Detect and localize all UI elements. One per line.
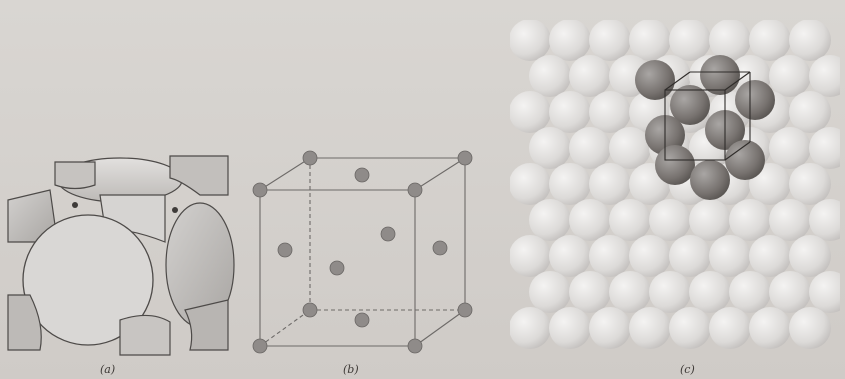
front-face-circle [22, 214, 154, 346]
atom-sphere [789, 235, 831, 277]
atom-sphere [749, 235, 791, 277]
corner-sphere-bottom-left [7, 294, 42, 351]
atom-sphere [569, 271, 611, 313]
atom-sphere [709, 20, 751, 61]
atom-sphere [609, 199, 651, 241]
atom-sphere [669, 307, 711, 349]
atom-sphere [749, 307, 791, 349]
atom-sphere [569, 55, 611, 97]
caption-b: (b) [343, 363, 359, 376]
atom-sphere [769, 55, 811, 97]
atom-sphere [609, 271, 651, 313]
atom-sphere [529, 127, 571, 169]
atom-sphere [649, 271, 691, 313]
panel-c-atom-aggregate [510, 20, 840, 349]
atom-sphere [569, 199, 611, 241]
caption-a: (a) [100, 363, 116, 376]
atom-sphere [549, 91, 591, 133]
atom-sphere [589, 307, 631, 349]
atom-sphere [529, 55, 571, 97]
atom-sphere [510, 20, 551, 61]
corner-sphere-bottom-mid [119, 314, 171, 356]
panel-a-hard-sphere-cell [7, 155, 235, 356]
panel-b-lattice-points [252, 150, 473, 354]
atom-sphere [809, 127, 840, 169]
atom-sphere [569, 127, 611, 169]
corner-sphere-top-left [54, 161, 96, 190]
atom-sphere [769, 271, 811, 313]
atom-sphere [629, 20, 671, 61]
atom-sphere [729, 199, 771, 241]
atom-sphere [709, 307, 751, 349]
atom-sphere [689, 271, 731, 313]
atom-sphere [789, 20, 831, 61]
atom-sphere [669, 20, 711, 61]
atom-sphere [649, 199, 691, 241]
atom-sphere [529, 271, 571, 313]
atom-sphere [510, 163, 551, 205]
atom-sphere [769, 127, 811, 169]
atom-sphere [549, 307, 591, 349]
atom-sphere [809, 55, 840, 97]
atom-positions [252, 150, 473, 354]
atom-sphere [549, 235, 591, 277]
atom-sphere [629, 235, 671, 277]
atom-sphere [769, 199, 811, 241]
atom-sphere [549, 163, 591, 205]
atom-sphere [669, 235, 711, 277]
atom-sphere [589, 163, 631, 205]
caption-c: (c) [680, 363, 695, 376]
corner-sphere-bottom-right [184, 299, 229, 351]
atom-sphere [510, 91, 551, 133]
atom-sphere [589, 91, 631, 133]
atom-sphere [729, 271, 771, 313]
atom-sphere [689, 199, 731, 241]
atom-sphere [549, 20, 591, 61]
atom-sphere [749, 20, 791, 61]
atom-sphere [709, 235, 751, 277]
atom-sphere [809, 271, 840, 313]
atom-sphere [589, 235, 631, 277]
atom-sphere [529, 199, 571, 241]
atom-sphere [609, 127, 651, 169]
atom-sphere [789, 307, 831, 349]
light-sphere-field [510, 20, 840, 349]
atom-sphere [809, 199, 840, 241]
unit-cell-outline [664, 71, 751, 161]
atom-sphere [629, 307, 671, 349]
atom-sphere [589, 20, 631, 61]
atom-sphere [789, 163, 831, 205]
atom-sphere [510, 307, 551, 349]
atom-sphere [510, 235, 551, 277]
atom-sphere [789, 91, 831, 133]
corner-sphere-top-right [169, 155, 229, 196]
